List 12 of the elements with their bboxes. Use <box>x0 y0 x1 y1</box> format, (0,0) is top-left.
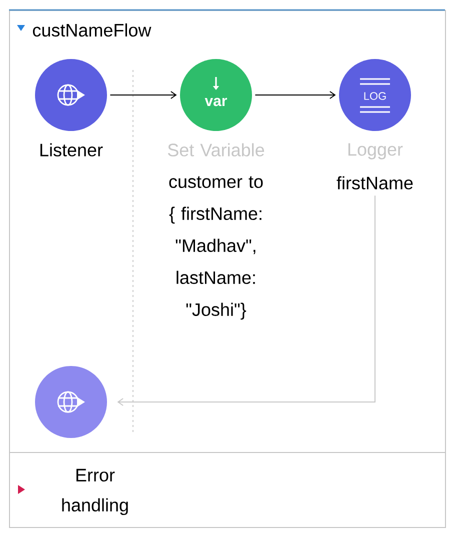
component-label: firstName <box>336 176 413 190</box>
component-label: Logger <box>348 143 403 160</box>
error-handling-panel <box>9 452 446 528</box>
section-title: Error handling <box>62 468 128 516</box>
arrow <box>110 91 177 99</box>
component-label: customer to { firstName: "Madhav", lastName: "Joshi"} <box>169 176 263 320</box>
component-circle <box>35 366 107 438</box>
arrow <box>254 91 336 99</box>
component-label: Set Variable <box>168 143 264 156</box>
flow-title: custNameFlow <box>32 23 152 37</box>
arrow <box>117 195 376 406</box>
component-label: Listener <box>40 143 103 156</box>
